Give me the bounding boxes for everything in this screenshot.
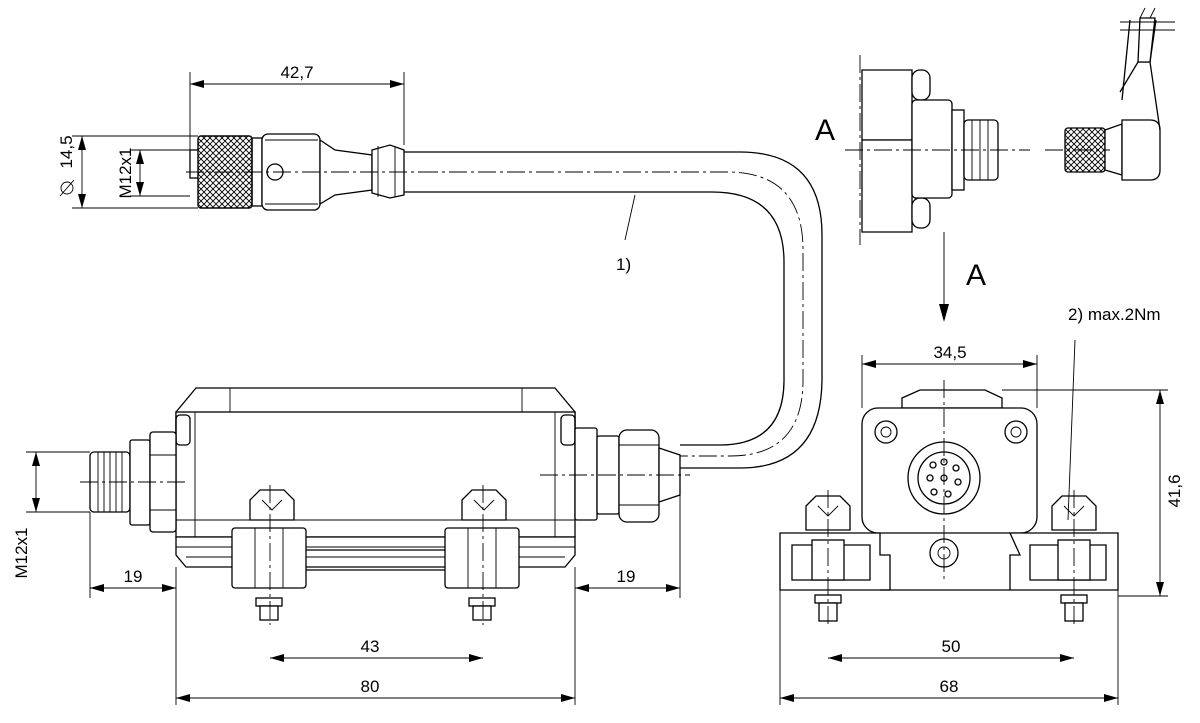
cable — [404, 151, 823, 469]
dim-19-left: 19 — [124, 567, 143, 586]
dimension-lines — [26, 72, 1168, 705]
dim-80: 80 — [361, 677, 380, 696]
housing-front-view — [80, 387, 690, 625]
view-arrow-label-a: A — [966, 259, 986, 292]
dim-42-7: 42,7 — [280, 63, 313, 82]
dim-diameter-14-5: 14,5 — [57, 135, 76, 168]
dim-43: 43 — [361, 637, 380, 656]
dim-19-right: 19 — [617, 567, 636, 586]
dim-m12x1-left: M12x1 — [12, 527, 31, 578]
callout-cable: 1) — [616, 255, 631, 274]
top-connector — [186, 133, 420, 211]
side-view — [779, 339, 1119, 628]
dim-50: 50 — [942, 637, 961, 656]
view-label-a: A — [815, 114, 835, 147]
diameter-symbol — [59, 179, 75, 197]
view-a-detail — [845, 7, 1175, 245]
dim-68: 68 — [940, 677, 959, 696]
dim-34-5: 34,5 — [933, 343, 966, 362]
dim-m12x1-top: M12x1 — [116, 147, 135, 198]
callout-torque: 2) max.2Nm — [1068, 305, 1161, 324]
dim-41-6: 41,6 — [1165, 474, 1184, 507]
